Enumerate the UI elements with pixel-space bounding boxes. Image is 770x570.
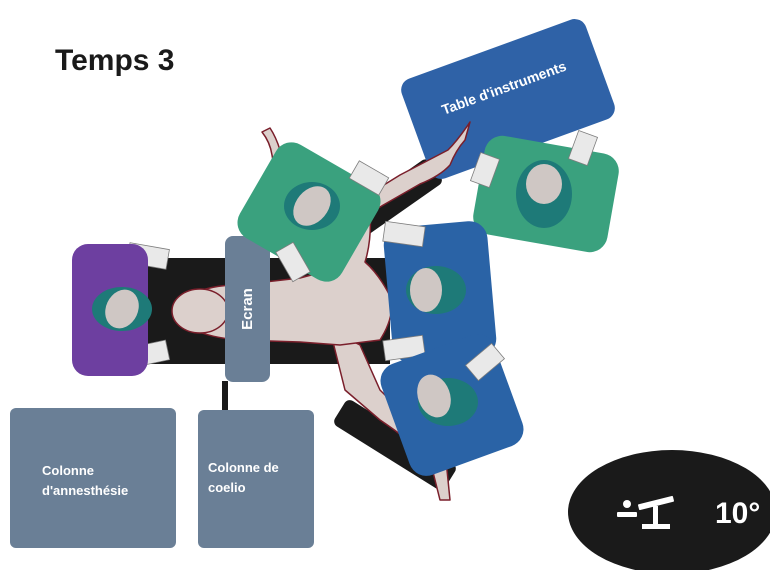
screen: Ecran bbox=[222, 236, 270, 417]
anesthesia-column-label-line2: d'annesthésie bbox=[42, 483, 128, 498]
laparoscopy-column-label-line1: Colonne de bbox=[208, 460, 279, 475]
laparoscopy-column-label-line2: coelio bbox=[208, 480, 246, 495]
screen-label: Ecran bbox=[239, 288, 256, 330]
anesthesia-column-label-line1: Colonne bbox=[42, 463, 94, 478]
laparoscopy-column: Colonne de coelio bbox=[198, 410, 314, 548]
anesthesia-column: Colonne d'annesthésie bbox=[10, 408, 176, 548]
scrub-nurse bbox=[470, 130, 621, 255]
tilt-badge: 10° bbox=[568, 450, 770, 570]
tilt-value: 10° bbox=[715, 497, 760, 530]
